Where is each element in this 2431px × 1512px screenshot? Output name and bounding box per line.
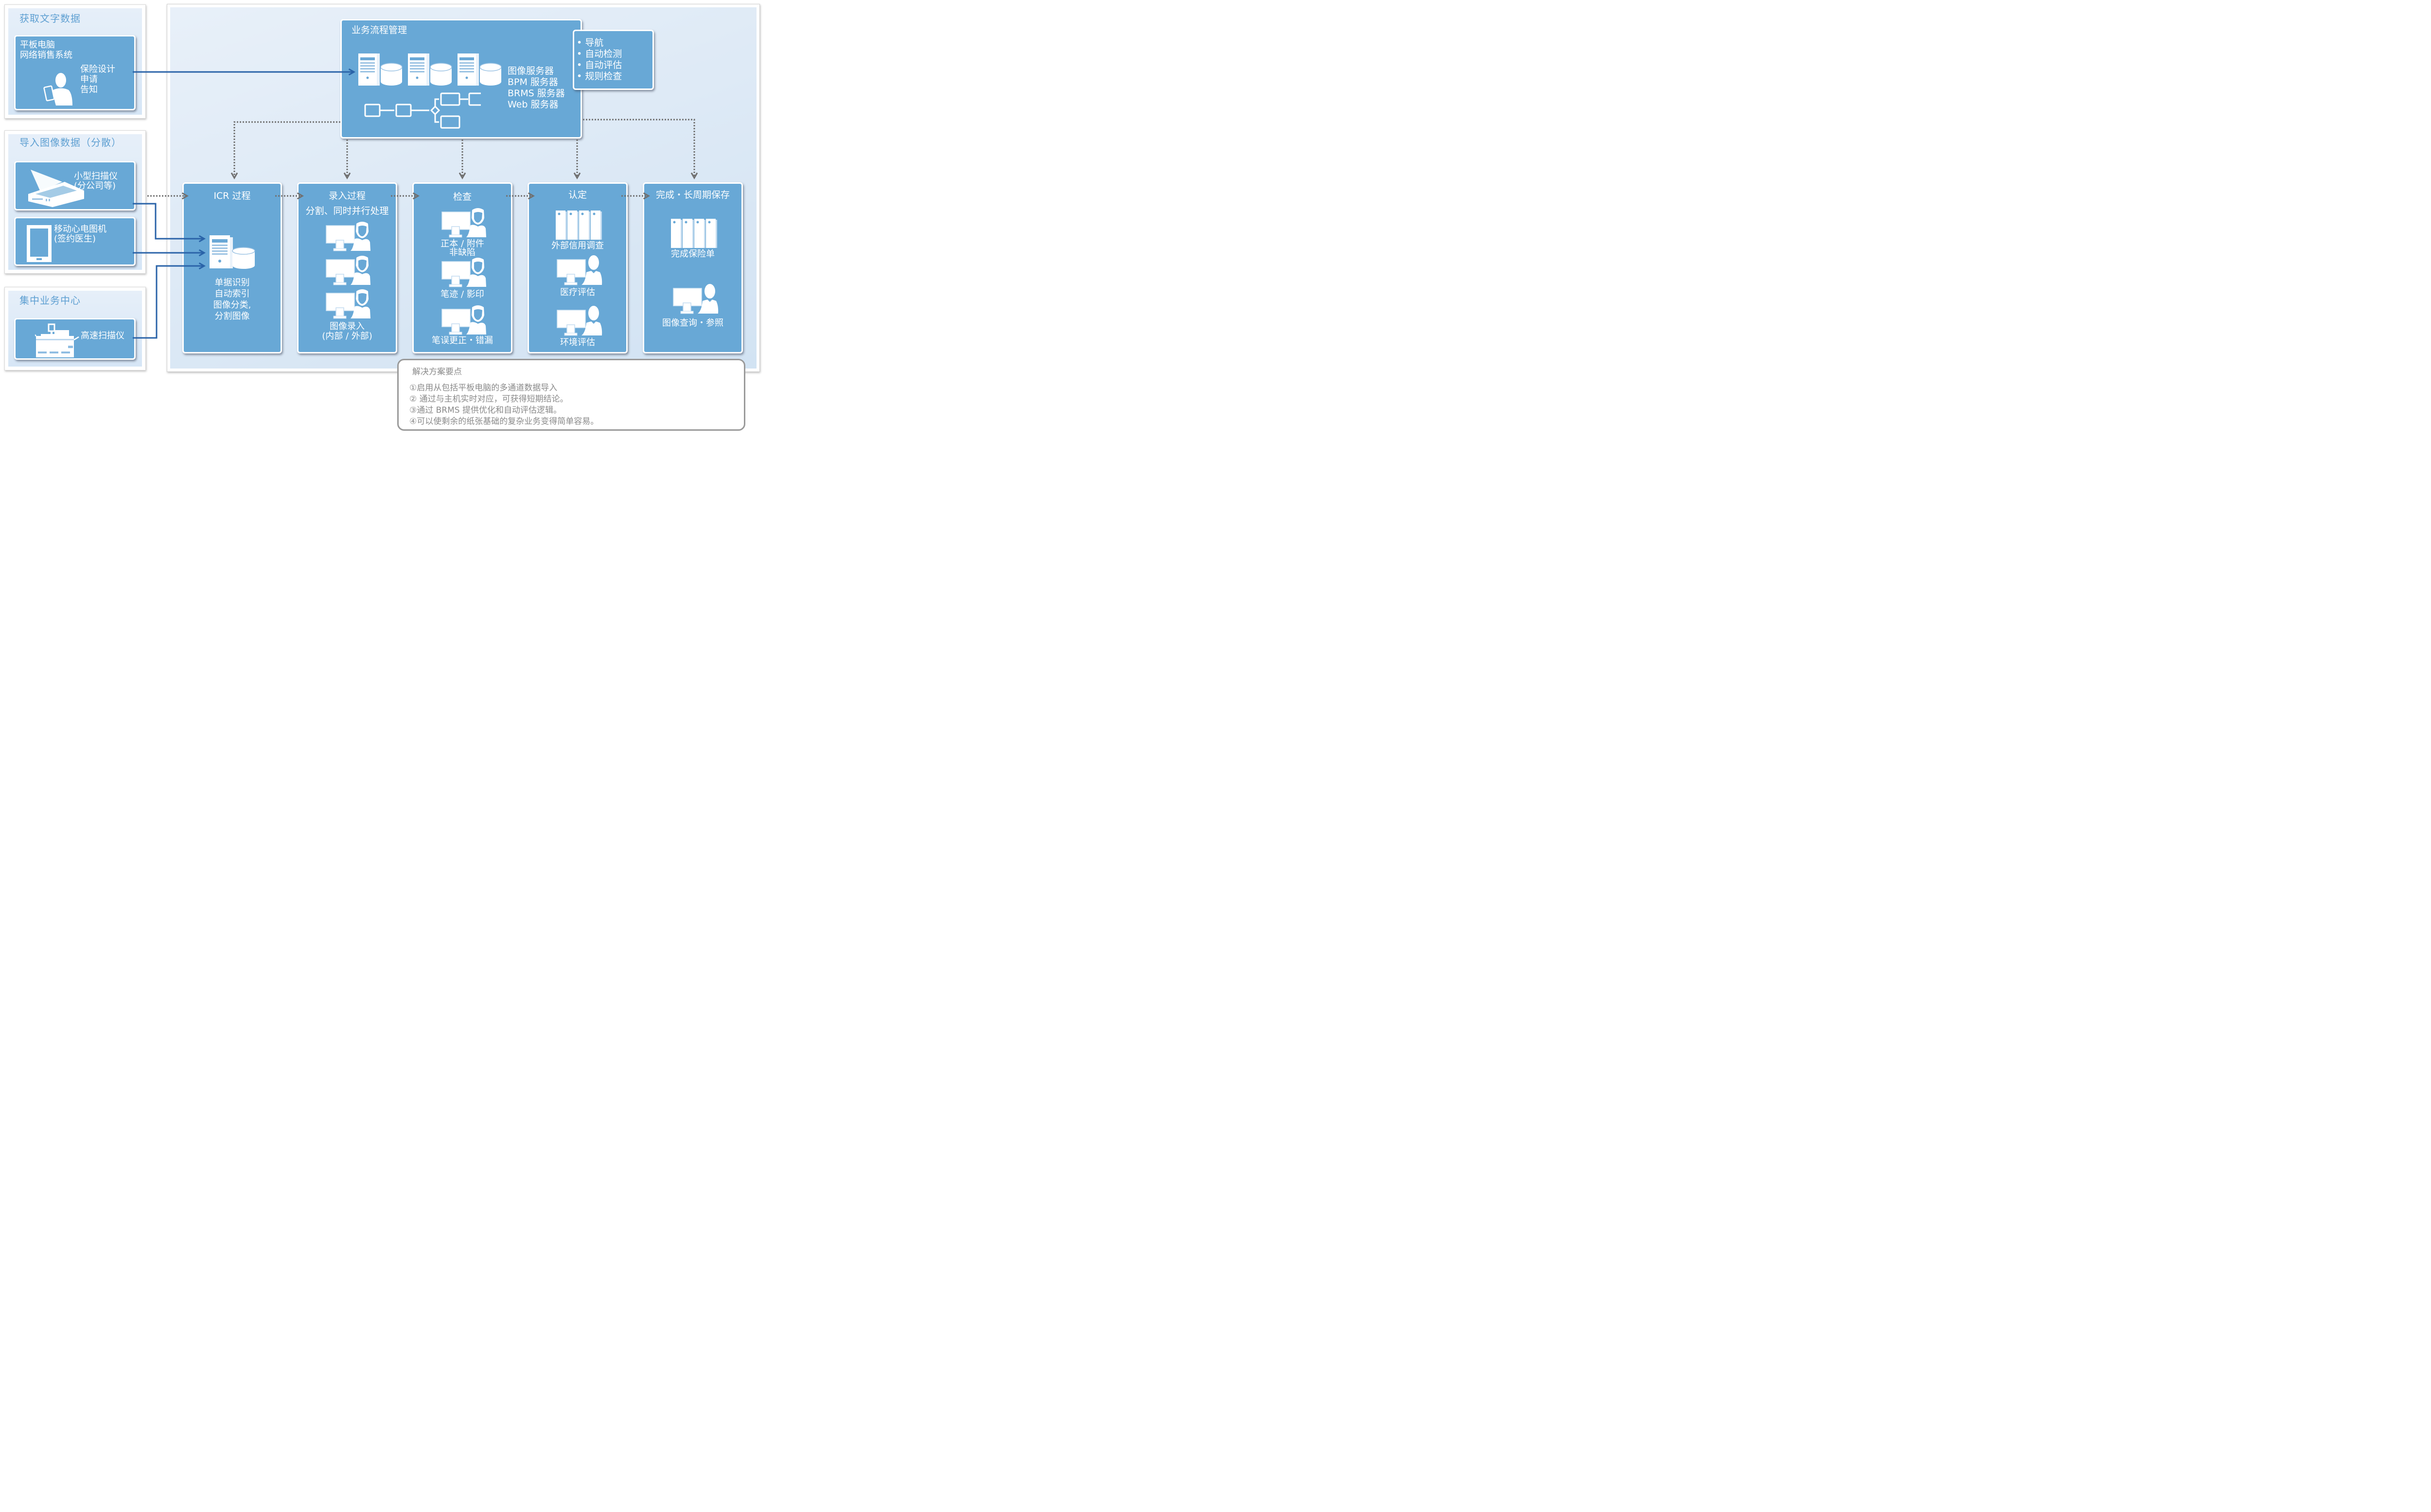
operator-icon	[441, 257, 487, 291]
flatbed-scanner-icon	[28, 170, 84, 207]
operator-icon	[556, 305, 602, 339]
stage-entry-subtitle: 分割、同时并行处理	[305, 206, 389, 216]
server-icon	[358, 53, 403, 86]
central-center-panel: 集中业务中心 高速扫描仪	[4, 287, 146, 370]
feature-auto-detect: • 自动检测	[577, 49, 622, 59]
central-center-panel-title: 集中业务中心	[19, 295, 81, 306]
small-scanner-line2: (分公司等)	[74, 181, 116, 191]
stage-entry[interactable]: 录入过程 分割、同时并行处理 图像录入 (内部 / 外部)	[297, 182, 397, 353]
notes-point-4: ④可以使剩余的纸张基础的复杂业务变得简单容易。	[409, 417, 599, 426]
operator-icon	[325, 221, 371, 255]
icr-label-1: 单据识别	[214, 278, 250, 288]
stage-icr-title: ICR 过程	[213, 191, 251, 201]
tablet-sales-card[interactable]: 平板电脑 网络销售系统 保险设计 申请 告知	[14, 35, 136, 110]
feature-auto-evaluate: • 自动评估	[577, 60, 622, 70]
small-scanner-line1: 小型扫描仪	[74, 171, 118, 181]
bpm-title: 业务流程管理	[352, 25, 407, 35]
small-scanner-card[interactable]: 小型扫描仪 (分公司等)	[14, 161, 136, 211]
server-label-bpm: BPM 服务器	[508, 77, 558, 88]
workflow-diagram-icon	[364, 92, 481, 129]
tablet-sales-line1: 平板电脑	[20, 40, 55, 50]
text-data-panel-title: 获取文字数据	[19, 13, 81, 24]
stage-complete[interactable]: 完成・长周期保存 完成保险单 图像查询・参照	[643, 182, 743, 353]
icr-server-icon	[210, 235, 255, 269]
notes-point-3: ③通过 BRMS 提供优化和自动评估逻辑。	[409, 405, 562, 415]
mobile-ecg-line2: (签约医生)	[54, 234, 96, 244]
check-label-1: 正本 / 附件	[440, 239, 484, 249]
notes-heading: 解决方案要点	[412, 367, 462, 377]
tablet-sales-item-1: 保险设计	[80, 64, 115, 74]
bullet: •	[577, 71, 582, 82]
text-data-panel: 获取文字数据 平板电脑 网络销售系统 保险设计 申请 告知	[4, 4, 146, 119]
certify-label-1: 外部信用调查	[551, 241, 604, 251]
entry-label-1: 图像录入	[330, 321, 365, 332]
complete-label-2: 图像查询・参照	[662, 318, 723, 328]
operator-icon	[325, 255, 371, 289]
tablet-icon	[27, 225, 52, 262]
operator-icon	[441, 207, 487, 241]
mobile-ecg-line1: 移动心电图机	[54, 224, 106, 234]
operator-icon	[441, 304, 487, 338]
entry-label-2: (内部 / 外部)	[322, 331, 372, 341]
binders-icon	[556, 210, 604, 242]
bpm-panel[interactable]: 业务流程管理	[340, 19, 582, 139]
server-group-icon	[358, 53, 502, 86]
high-speed-scanner-card[interactable]: 高速扫描仪	[14, 318, 136, 360]
tablet-sales-item-3: 告知	[80, 85, 98, 95]
stage-icr[interactable]: ICR 过程 单据识别 自动索引 图像分类, 分割图像	[182, 182, 282, 353]
complete-label-1: 完成保险单	[671, 249, 715, 259]
feature-label: 规则检查	[585, 71, 622, 82]
icr-label-3: 图像分类,	[213, 300, 251, 310]
notes-point-1: ①启用从包括平板电脑的多通道数据导入	[409, 383, 558, 393]
stage-certify[interactable]: 认定 外部信用调查 医疗评估 环境评估	[528, 182, 628, 353]
icr-label-4: 分割图像	[214, 311, 250, 321]
mobile-ecg-card[interactable]: 移动心电图机 (签约医生)	[14, 217, 136, 266]
feature-label: 自动评估	[585, 60, 622, 70]
tablet-sales-line2: 网络销售系统	[20, 50, 72, 60]
check-label-4: 笔误更正・错漏	[432, 335, 493, 346]
tablet-sales-item-2: 申请	[80, 74, 98, 85]
stage-certify-title: 认定	[568, 190, 587, 200]
certify-label-3: 环境评估	[560, 337, 595, 348]
high-speed-scanner-icon	[35, 323, 79, 357]
check-label-3: 笔迹 / 影印	[440, 289, 484, 299]
stage-check-title: 检查	[453, 192, 472, 202]
operator-icon	[672, 283, 719, 317]
icr-label-2: 自动索引	[214, 289, 250, 299]
server-label-brms: BRMS 服务器	[508, 88, 565, 99]
feature-label: 自动检测	[585, 49, 622, 59]
operator-icon	[556, 255, 602, 289]
high-speed-scanner-label: 高速扫描仪	[81, 331, 124, 341]
feature-rule-check: • 规则检查	[577, 71, 622, 81]
certify-label-2: 医疗评估	[560, 287, 595, 298]
bullet: •	[577, 60, 582, 70]
feature-navigation: • 导航	[577, 38, 603, 48]
image-data-panel: 导入图像数据（分散） 小型扫描仪 (分公司等) 移动心电图机 (签约医生)	[4, 130, 146, 274]
stage-complete-title: 完成・长周期保存	[655, 190, 730, 200]
notes-point-2: ② 通过与主机实时对应，可获得短期结论。	[409, 394, 568, 404]
stage-entry-title: 录入过程	[328, 191, 366, 201]
operator-icon	[325, 288, 371, 322]
bpm-features-box[interactable]: • 导航 • 自动检测 • 自动评估 • 规则检查	[573, 30, 654, 90]
feature-label: 导航	[585, 37, 604, 48]
bullet: •	[577, 37, 582, 48]
image-data-panel-title: 导入图像数据（分散）	[19, 137, 122, 148]
solution-notes: 解决方案要点 ①启用从包括平板电脑的多通道数据导入 ② 通过与主机实时对应，可获…	[397, 359, 745, 431]
server-label-image: 图像服务器	[508, 66, 554, 76]
person-with-tablet-icon	[43, 73, 72, 105]
binders-icon	[671, 218, 720, 250]
bullet: •	[577, 49, 582, 59]
check-label-2: 非缺陷	[449, 247, 476, 258]
server-label-web: Web 服务器	[508, 99, 559, 110]
stage-check[interactable]: 检查 正本 / 附件 非缺陷 笔迹 / 影印 笔误更正・错漏	[412, 182, 512, 353]
